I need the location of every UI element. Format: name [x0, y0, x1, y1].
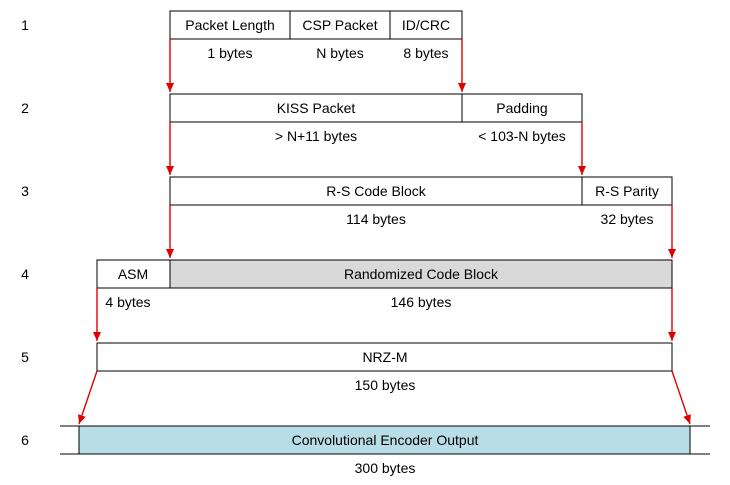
rs-parity-label: R-S Parity [595, 183, 659, 199]
id-crc-box [389, 10, 463, 40]
row-number-4: 4 [21, 266, 29, 282]
convolutional-encoder-output-label: Convolutional Encoder Output [292, 432, 479, 448]
packet-length-box [169, 10, 291, 40]
convolutional-encoder-output-box [78, 425, 691, 455]
row-number-3: 3 [21, 183, 29, 199]
randomized-code-block-size: 146 bytes [391, 294, 452, 310]
row-6: Convolutional Encoder Output 300 bytes [60, 425, 710, 476]
csp-packet-box [289, 10, 391, 40]
arrows [78, 39, 691, 425]
kiss-packet-size: > N+11 bytes [275, 128, 357, 144]
row-1: Packet Length CSP Packet ID/CRC 1 bytes … [169, 10, 463, 61]
arrow-row5-right [671, 370, 691, 425]
rs-parity-size: 32 bytes [601, 211, 654, 227]
row-number-2: 2 [21, 100, 29, 116]
id-crc-label: ID/CRC [402, 17, 450, 33]
row-number-1: 1 [21, 17, 29, 33]
randomized-code-block-label: Randomized Code Block [344, 266, 499, 282]
rs-code-block-box [169, 176, 583, 206]
packet-length-size: 1 bytes [207, 45, 252, 61]
rs-code-block-label: R-S Code Block [326, 183, 427, 199]
row-number-5: 5 [21, 349, 29, 365]
asm-label: ASM [118, 266, 148, 282]
row-2: KISS Packet Padding > N+11 bytes < 103-N… [169, 93, 583, 144]
rs-code-block-size: 114 bytes [346, 211, 406, 227]
convolutional-encoder-output-size: 300 bytes [355, 460, 416, 476]
arrow-row5-left [78, 370, 98, 425]
padding-label: Padding [496, 100, 547, 116]
nrz-m-size: 150 bytes [355, 377, 416, 393]
rs-parity-box [581, 176, 673, 206]
row-5: NRZ-M 150 bytes [96, 342, 673, 393]
row-4: ASM Randomized Code Block 4 bytes 146 by… [96, 259, 673, 310]
asm-size: 4 bytes [105, 294, 150, 310]
kiss-packet-label: KISS Packet [277, 100, 356, 116]
randomized-code-block-box [169, 259, 673, 289]
csp-packet-size: N bytes [316, 45, 363, 61]
row-3: R-S Code Block R-S Parity 114 bytes 32 b… [169, 176, 673, 227]
nrz-m-label: NRZ-M [362, 349, 407, 365]
row-number-6: 6 [21, 432, 29, 448]
nrz-m-box [96, 342, 673, 372]
padding-size: < 103-N bytes [478, 128, 566, 144]
csp-packet-label: CSP Packet [302, 17, 377, 33]
packet-length-label: Packet Length [185, 17, 275, 33]
asm-box [96, 259, 171, 289]
id-crc-size: 8 bytes [403, 45, 448, 61]
padding-box [461, 93, 583, 123]
